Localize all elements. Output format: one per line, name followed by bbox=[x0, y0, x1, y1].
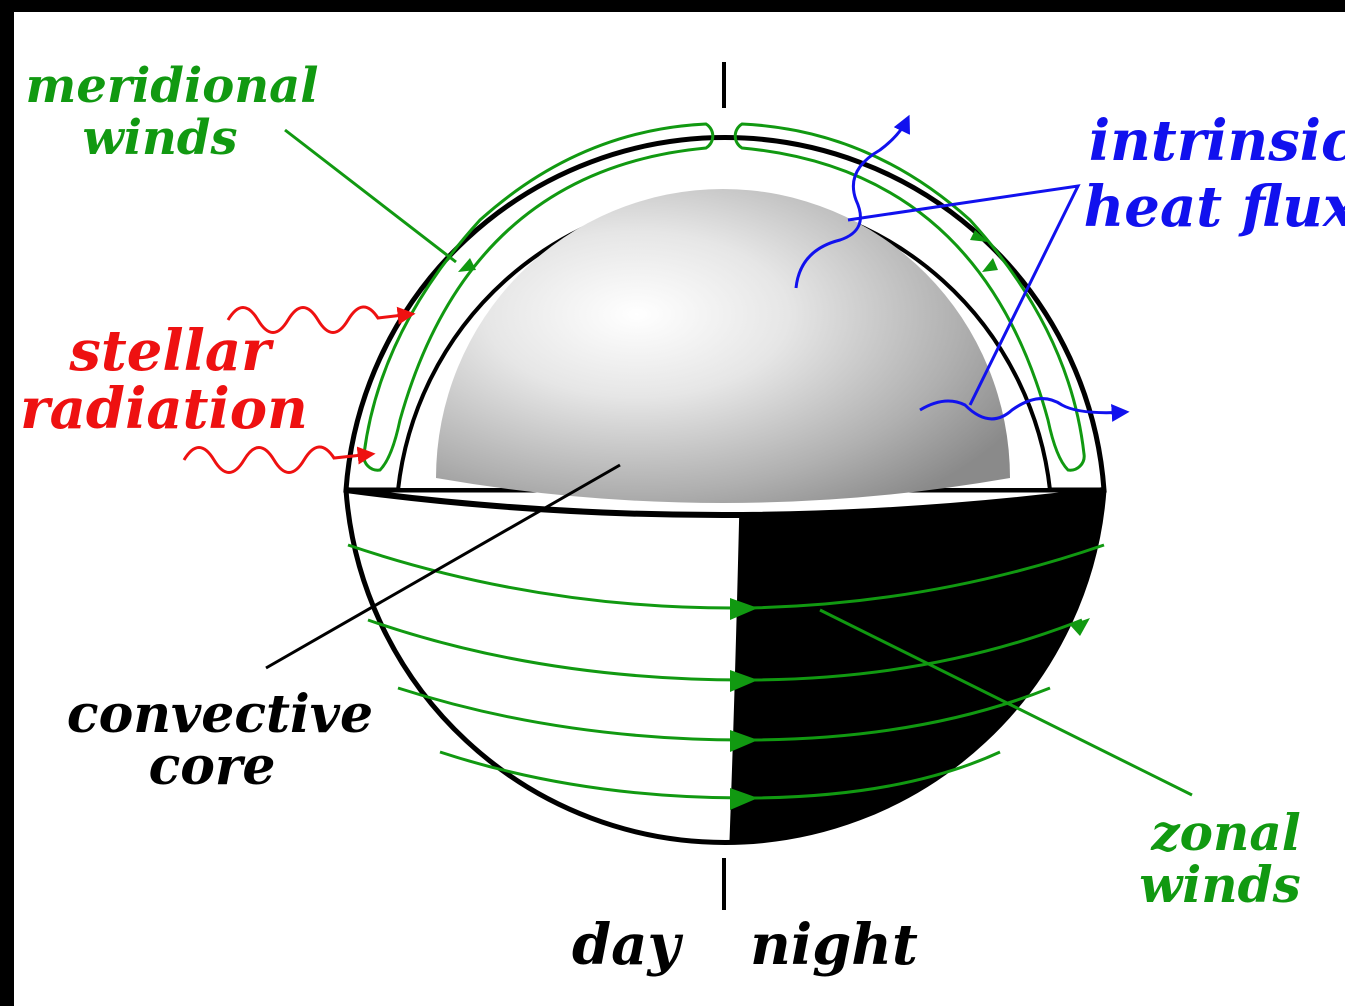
stellar-label-line1: stellar bbox=[68, 318, 274, 384]
zonal-label-line2: winds bbox=[1139, 855, 1301, 914]
meridional-label-line1: meridional bbox=[26, 58, 319, 114]
meridional-leader-line bbox=[284, 128, 457, 264]
intrinsic-label-line1: intrinsic bbox=[1089, 108, 1345, 174]
convective-core-dome bbox=[436, 188, 1010, 503]
zonal-label-line1: zonal bbox=[1150, 803, 1301, 862]
heat-flux-lower-arrow bbox=[919, 397, 1130, 422]
day-label: day bbox=[572, 912, 683, 978]
zonal-arrowheads bbox=[730, 598, 1090, 810]
stellar-ray-upper bbox=[226, 305, 416, 334]
day-side bbox=[346, 490, 740, 843]
meridional-arrowheads bbox=[458, 230, 998, 272]
stellar-ray-lower bbox=[182, 445, 376, 474]
heat-flux-upper-arrow bbox=[794, 114, 911, 289]
meridional-wind-loops bbox=[362, 122, 1086, 472]
equator-band bbox=[345, 487, 1105, 518]
convective-leader-line bbox=[265, 463, 621, 670]
intrinsic-label-line2: heat flux bbox=[1084, 174, 1345, 240]
zonal-leader-line bbox=[819, 608, 1193, 797]
convective-label-line1: convective bbox=[67, 684, 373, 745]
night-label: night bbox=[750, 912, 918, 978]
meridional-label-line2: winds bbox=[82, 110, 237, 166]
convective-label-line2: core bbox=[149, 736, 276, 797]
heat-flux-leader-lines bbox=[847, 184, 1081, 406]
sphere-lower-outline bbox=[343, 489, 1107, 845]
stellar-label-line2: radiation bbox=[20, 376, 308, 442]
